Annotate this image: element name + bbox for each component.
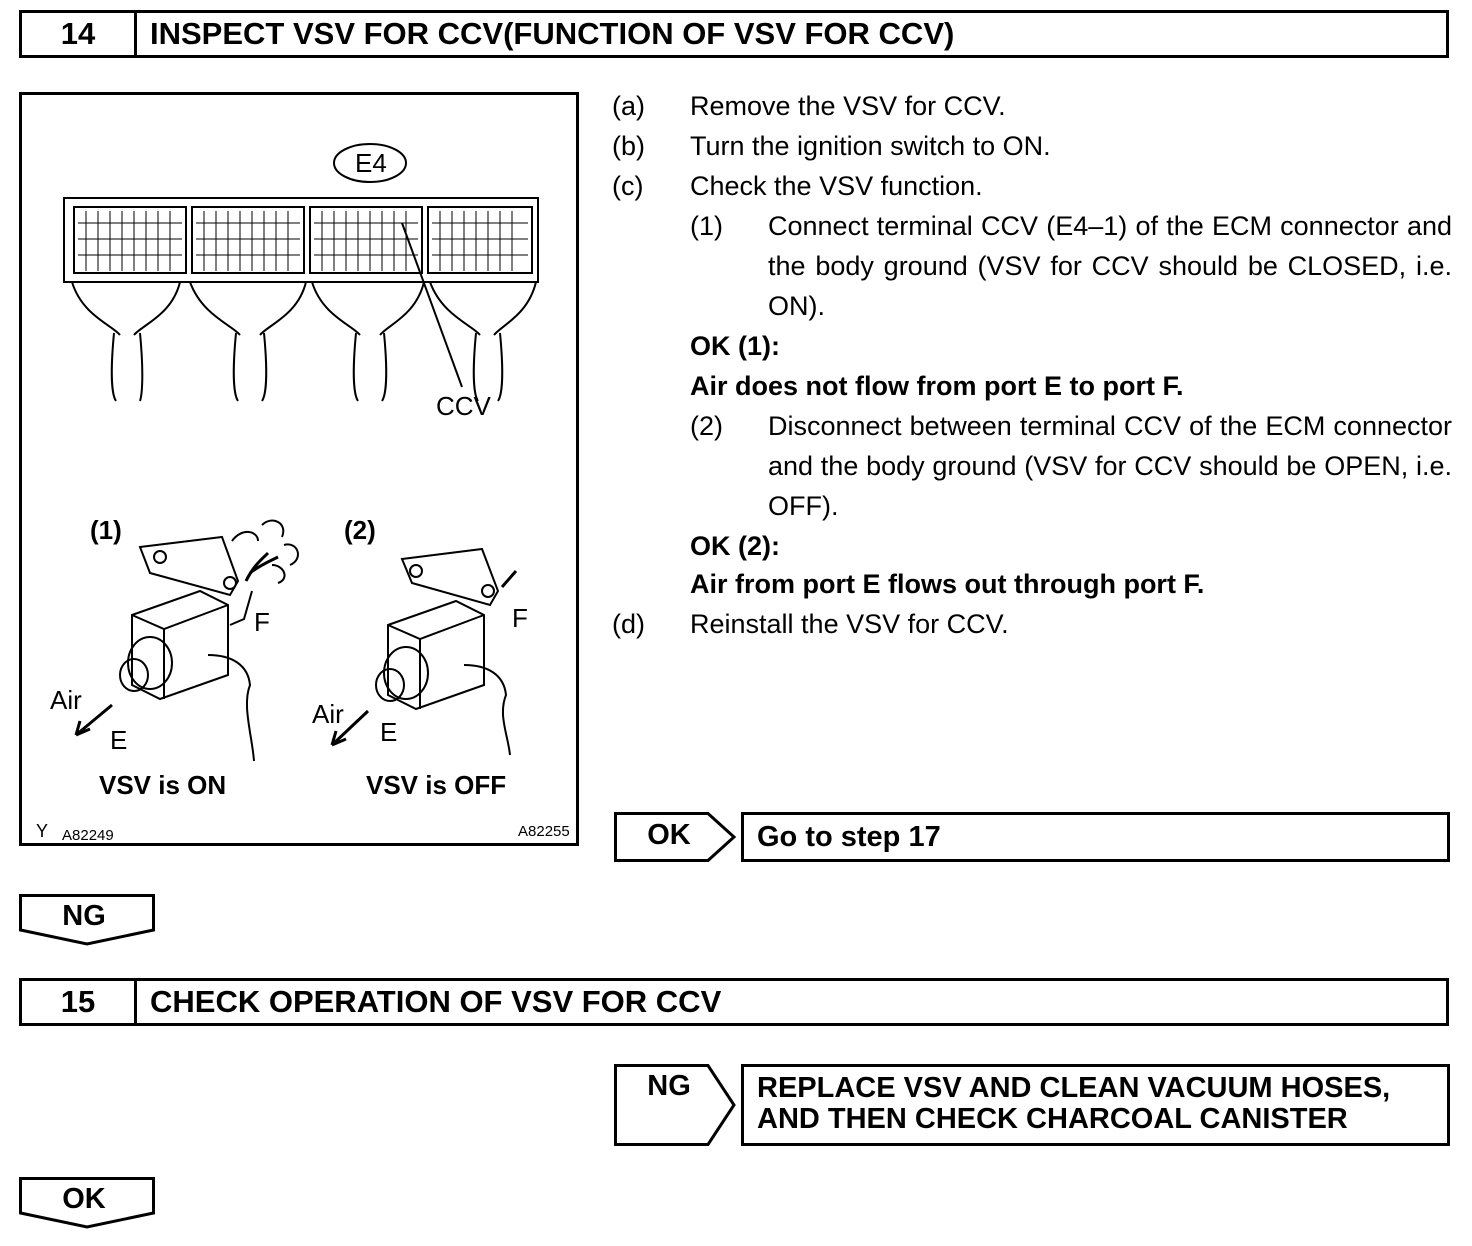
port-e-label-1: E <box>110 725 128 755</box>
step-14-header: 14 INSPECT VSV FOR CCV(FUNCTION OF VSV F… <box>19 10 1449 58</box>
ok-tag-label: OK <box>647 819 691 851</box>
step-d-text: Reinstall the VSV for CCV. <box>690 609 1009 639</box>
caption-vsv-off: VSV is OFF <box>366 770 507 800</box>
step-c-text: Check the VSV function. <box>690 171 983 201</box>
go-to-step-box: Go to step 17 <box>741 812 1450 862</box>
ok-2-heading: OK (2): <box>690 531 780 561</box>
step-title: CHECK OPERATION OF VSV FOR CCV <box>150 984 722 1019</box>
ecm-connector-body <box>63 197 539 283</box>
connector-label: E4 <box>355 148 387 178</box>
ng-down-tag: NG <box>19 894 155 946</box>
ccv-leader-line <box>401 222 463 388</box>
ok-down-tag: OK <box>19 1177 155 1229</box>
port-e-label-2: E <box>380 717 398 747</box>
port-f-label-2: F <box>512 603 528 633</box>
replace-vsv-box: REPLACE VSV AND CLEAN VACUUM HOSES, AND … <box>741 1064 1450 1146</box>
vsv-off-drawing <box>375 547 518 756</box>
replace-vsv-line-2: AND THEN CHECK CHARCOAL CANISTER <box>757 1103 1348 1135</box>
air-arrow-2 <box>330 709 370 747</box>
step-number: 15 <box>22 981 137 1023</box>
connector-callout-oval <box>333 143 407 183</box>
step-c2-label: (2) <box>690 411 723 441</box>
step-c2-text: Disconnect between terminal CCV of the E… <box>768 411 1452 521</box>
figure-code-y: Y <box>36 821 49 841</box>
wire-harness-bundles <box>71 281 537 402</box>
connector-pin-grid <box>78 211 528 271</box>
air-label-2: Air <box>312 699 344 729</box>
ok-1-criterion: Air does not flow from port E to port F. <box>690 371 1184 401</box>
step-b-label: (b) <box>612 131 645 161</box>
step-a-text: Remove the VSV for CCV. <box>690 91 1006 121</box>
ok-tag: OK <box>614 812 738 862</box>
step-number: 14 <box>22 13 137 55</box>
air-arrow-1 <box>74 703 113 737</box>
step-b-text: Turn the ignition switch to ON. <box>690 131 1051 161</box>
step-title: INSPECT VSV FOR CCV(FUNCTION OF VSV FOR … <box>150 16 955 51</box>
step-a-label: (a) <box>612 91 645 121</box>
result-ok-go-to-step-17: OK Go to step 17 <box>614 812 1450 862</box>
step-d-label: (d) <box>612 609 645 639</box>
ecm-connector-and-vsv-drawing <box>63 143 539 762</box>
ccv-terminal-label: CCV <box>436 391 491 421</box>
air-label-1: Air <box>50 685 82 715</box>
ng-tag-label: NG <box>647 1070 691 1102</box>
ok-down-tag-label: OK <box>62 1183 106 1215</box>
caption-vsv-on: VSV is ON <box>99 770 227 800</box>
connector-cavity-blocks <box>73 206 533 274</box>
replace-vsv-line-1: REPLACE VSV AND CLEAN VACUUM HOSES, <box>757 1072 1391 1104</box>
result-ng-replace-vsv: NG REPLACE VSV AND CLEAN VACUUM HOSES, A… <box>614 1064 1450 1146</box>
step-c1-label: (1) <box>690 211 723 241</box>
ok-2-criterion: Air from port E flows out through port F… <box>690 569 1205 599</box>
step-c-label: (c) <box>612 171 644 201</box>
illustration-figure: E4 CCV (1) (2) F F Air Air E E VSV is ON… <box>19 92 579 846</box>
port-f-label-1: F <box>254 607 270 637</box>
ng-tag: NG <box>614 1064 738 1146</box>
ok-1-heading: OK (1): <box>690 331 780 361</box>
figure-code-right: A82255 <box>518 823 570 840</box>
vsv-on-drawing <box>119 519 299 762</box>
step-c1-text: Connect terminal CCV (E4–1) of the ECM c… <box>768 211 1452 321</box>
sub-figure-1-label: (1) <box>90 515 122 545</box>
sub-figure-2-label: (2) <box>344 515 376 545</box>
ng-down-tag-label: NG <box>62 900 106 932</box>
figure-code-left: A82249 <box>62 827 114 844</box>
step-15-header: 15 CHECK OPERATION OF VSV FOR CCV <box>19 978 1449 1026</box>
